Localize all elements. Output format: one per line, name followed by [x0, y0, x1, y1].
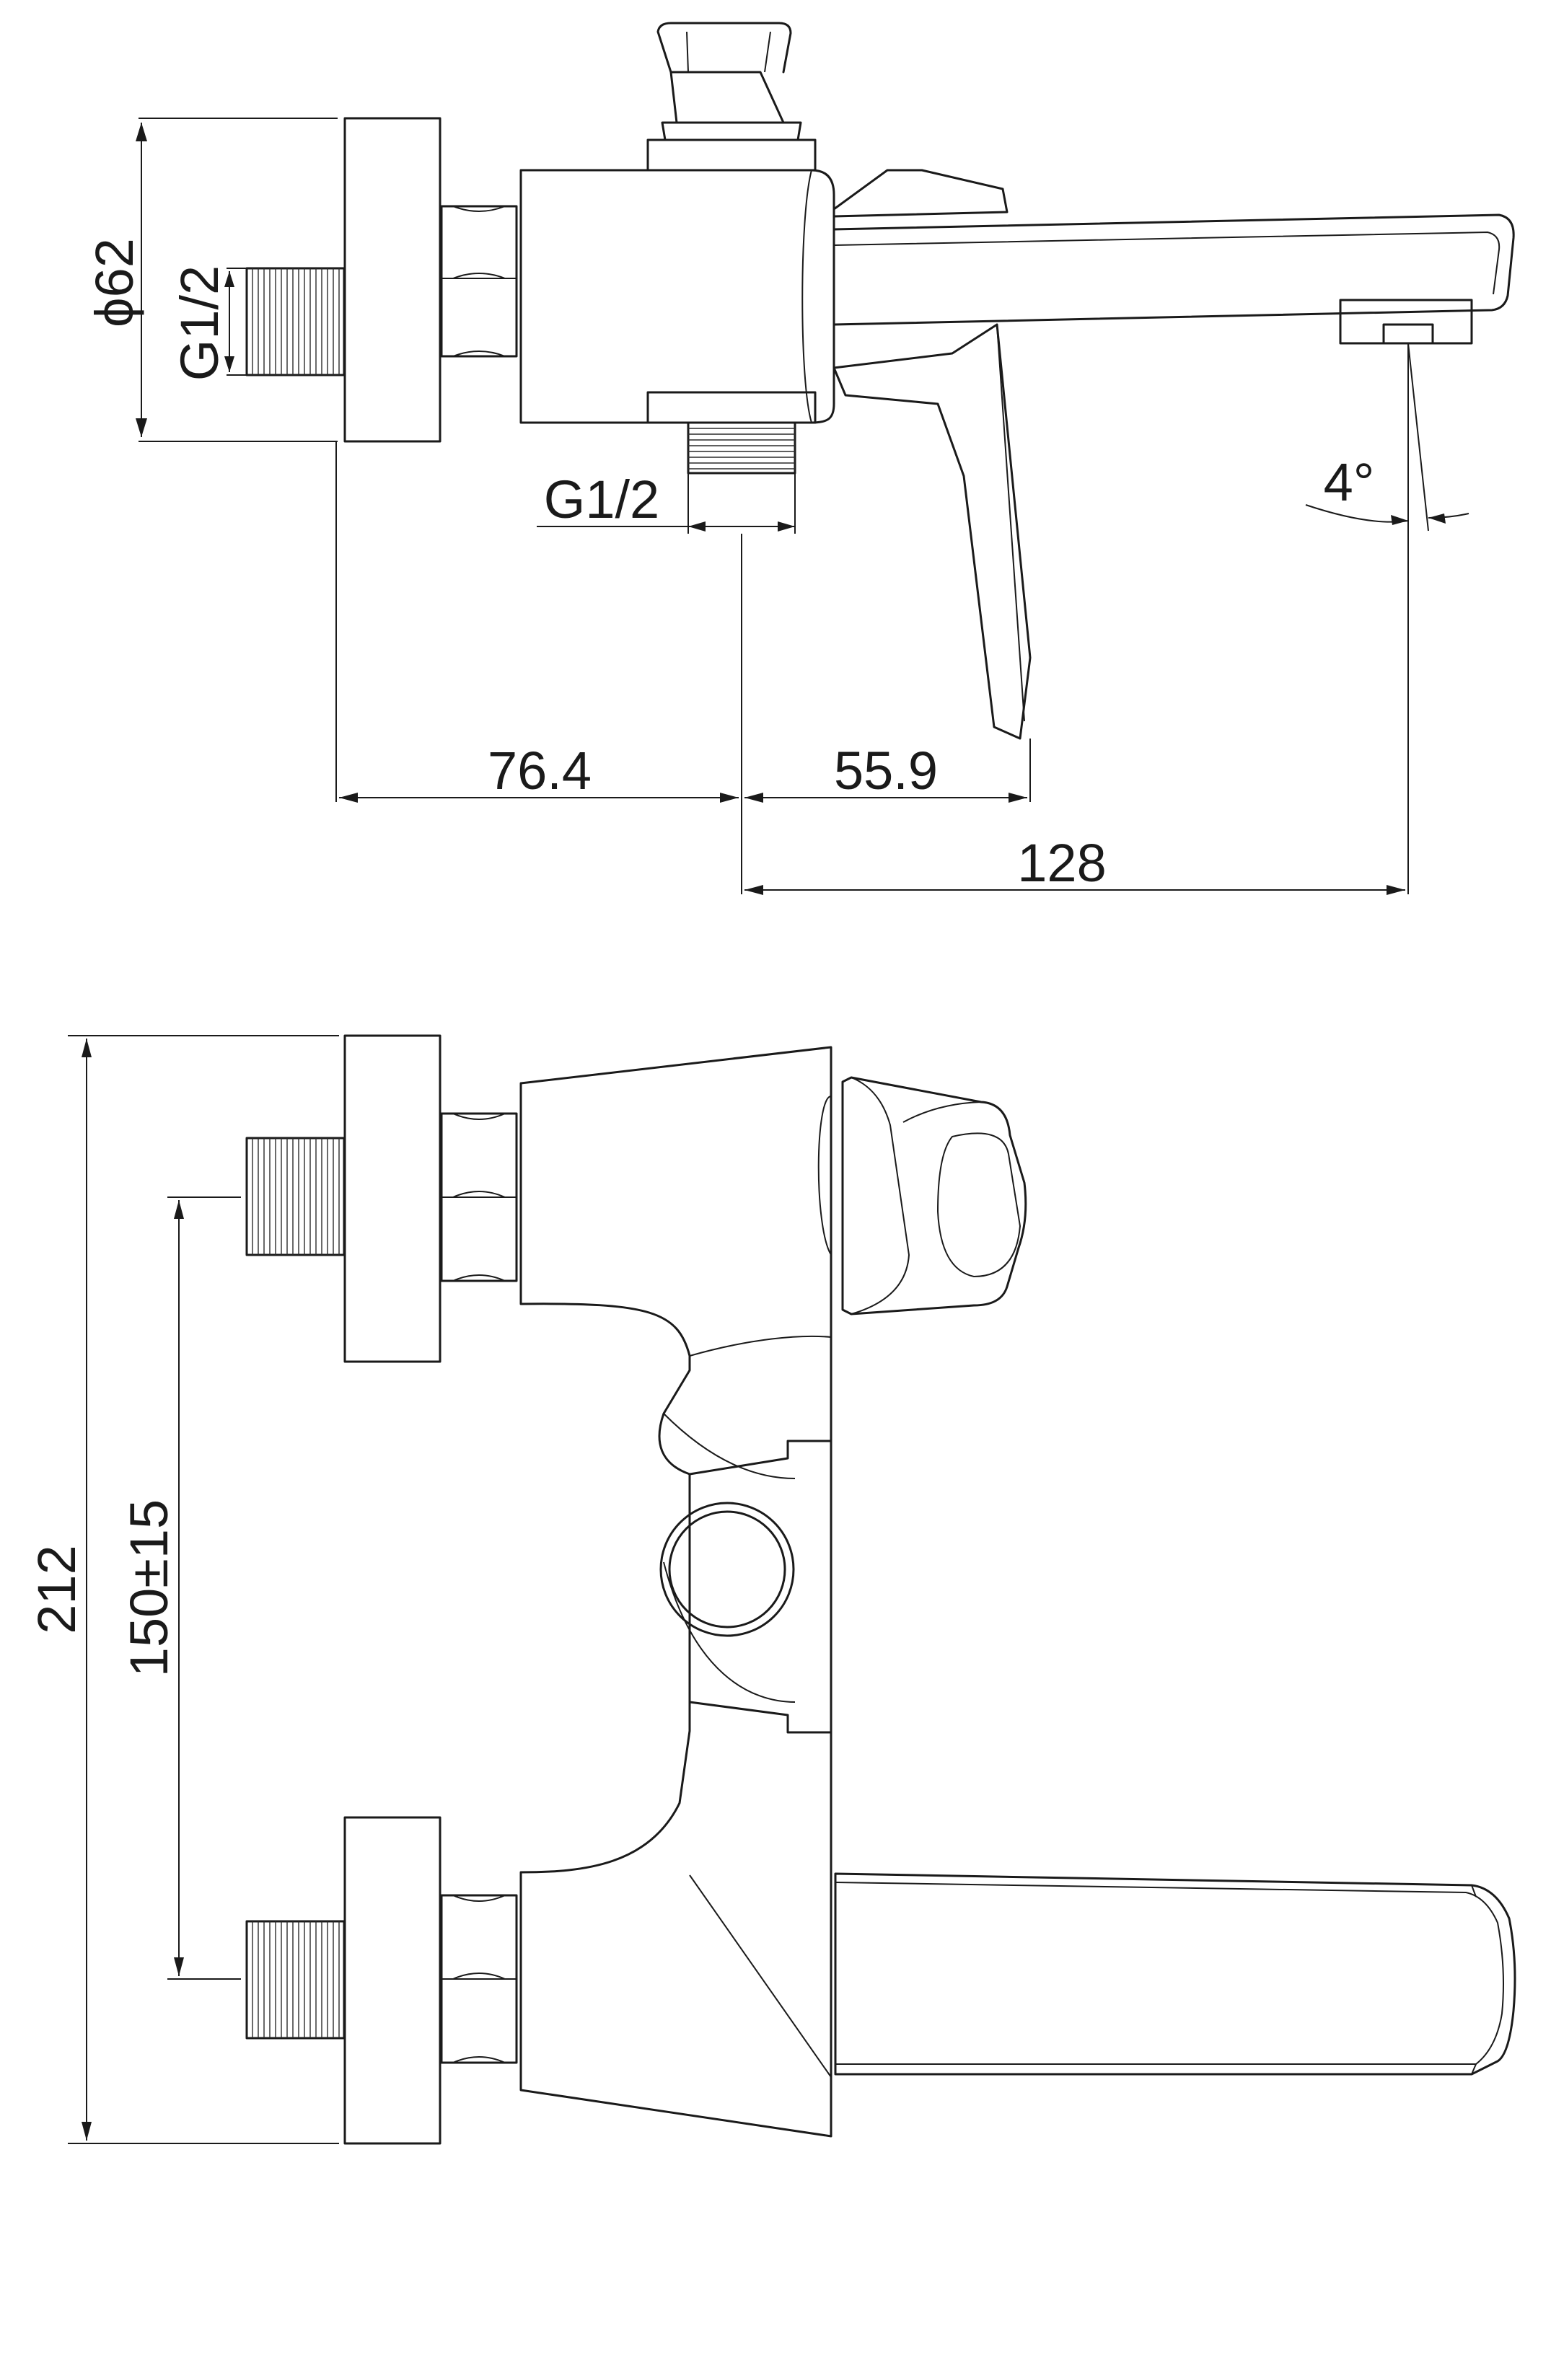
dim-thread-left-label: G1/2 — [170, 265, 229, 381]
dim-wall-outlet: 76.4 — [339, 741, 739, 803]
dim-angle-label: 4° — [1324, 452, 1375, 512]
front-view: 212 150±15 — [27, 1034, 1516, 2145]
diverter-housing — [659, 1413, 832, 1734]
dim-center-distance: 150±15 — [119, 1196, 241, 1980]
dim-center-distance-label: 150±15 — [119, 1499, 179, 1677]
dim-thread-outlet-label: G1/2 — [544, 470, 659, 529]
dim-outlet-spout-label: 128 — [1017, 833, 1106, 893]
dim-angle: 4° — [1305, 343, 1469, 894]
dim-wall-outlet-label: 76.4 — [488, 741, 592, 801]
dim-outlet-lever-label: 55.9 — [834, 741, 938, 801]
mixer-body — [519, 169, 835, 424]
outlet-thread — [646, 391, 817, 475]
hex-nut — [440, 205, 518, 358]
lower-nut — [440, 1894, 518, 2064]
lower-flange — [343, 1816, 441, 2145]
diverter-ring-outer — [659, 1502, 795, 1637]
diverter-knob — [646, 22, 817, 172]
dim-thread-left: G1/2 — [170, 265, 247, 381]
upper-flange — [343, 1034, 441, 1363]
dim-outlet-lever: 55.9 — [744, 741, 1027, 803]
front-knob — [841, 1076, 1027, 1315]
dim-diameter: ϕ62 — [84, 118, 338, 442]
dim-outlet-spout: 128 — [744, 833, 1405, 895]
diverter-ring-inner — [668, 1510, 786, 1628]
wall-flange — [343, 117, 441, 443]
dim-thread-outlet: G1/2 — [537, 470, 796, 534]
lower-thread — [245, 1920, 346, 2040]
front-mixer-body — [519, 1046, 832, 2138]
lever-handle — [832, 169, 1032, 740]
inlet-thread — [245, 267, 346, 376]
spout — [832, 213, 1515, 326]
aerator — [1339, 299, 1473, 345]
dim-total-height-label: 212 — [27, 1545, 87, 1634]
top-view: ϕ62 G1/2 G1/2 4° — [84, 22, 1515, 895]
dim-diameter-label: ϕ62 — [84, 238, 144, 327]
front-lever — [834, 1872, 1516, 2076]
dim-total-height: 212 — [27, 1035, 339, 2144]
upper-nut — [440, 1112, 518, 1282]
upper-thread — [245, 1137, 346, 1256]
